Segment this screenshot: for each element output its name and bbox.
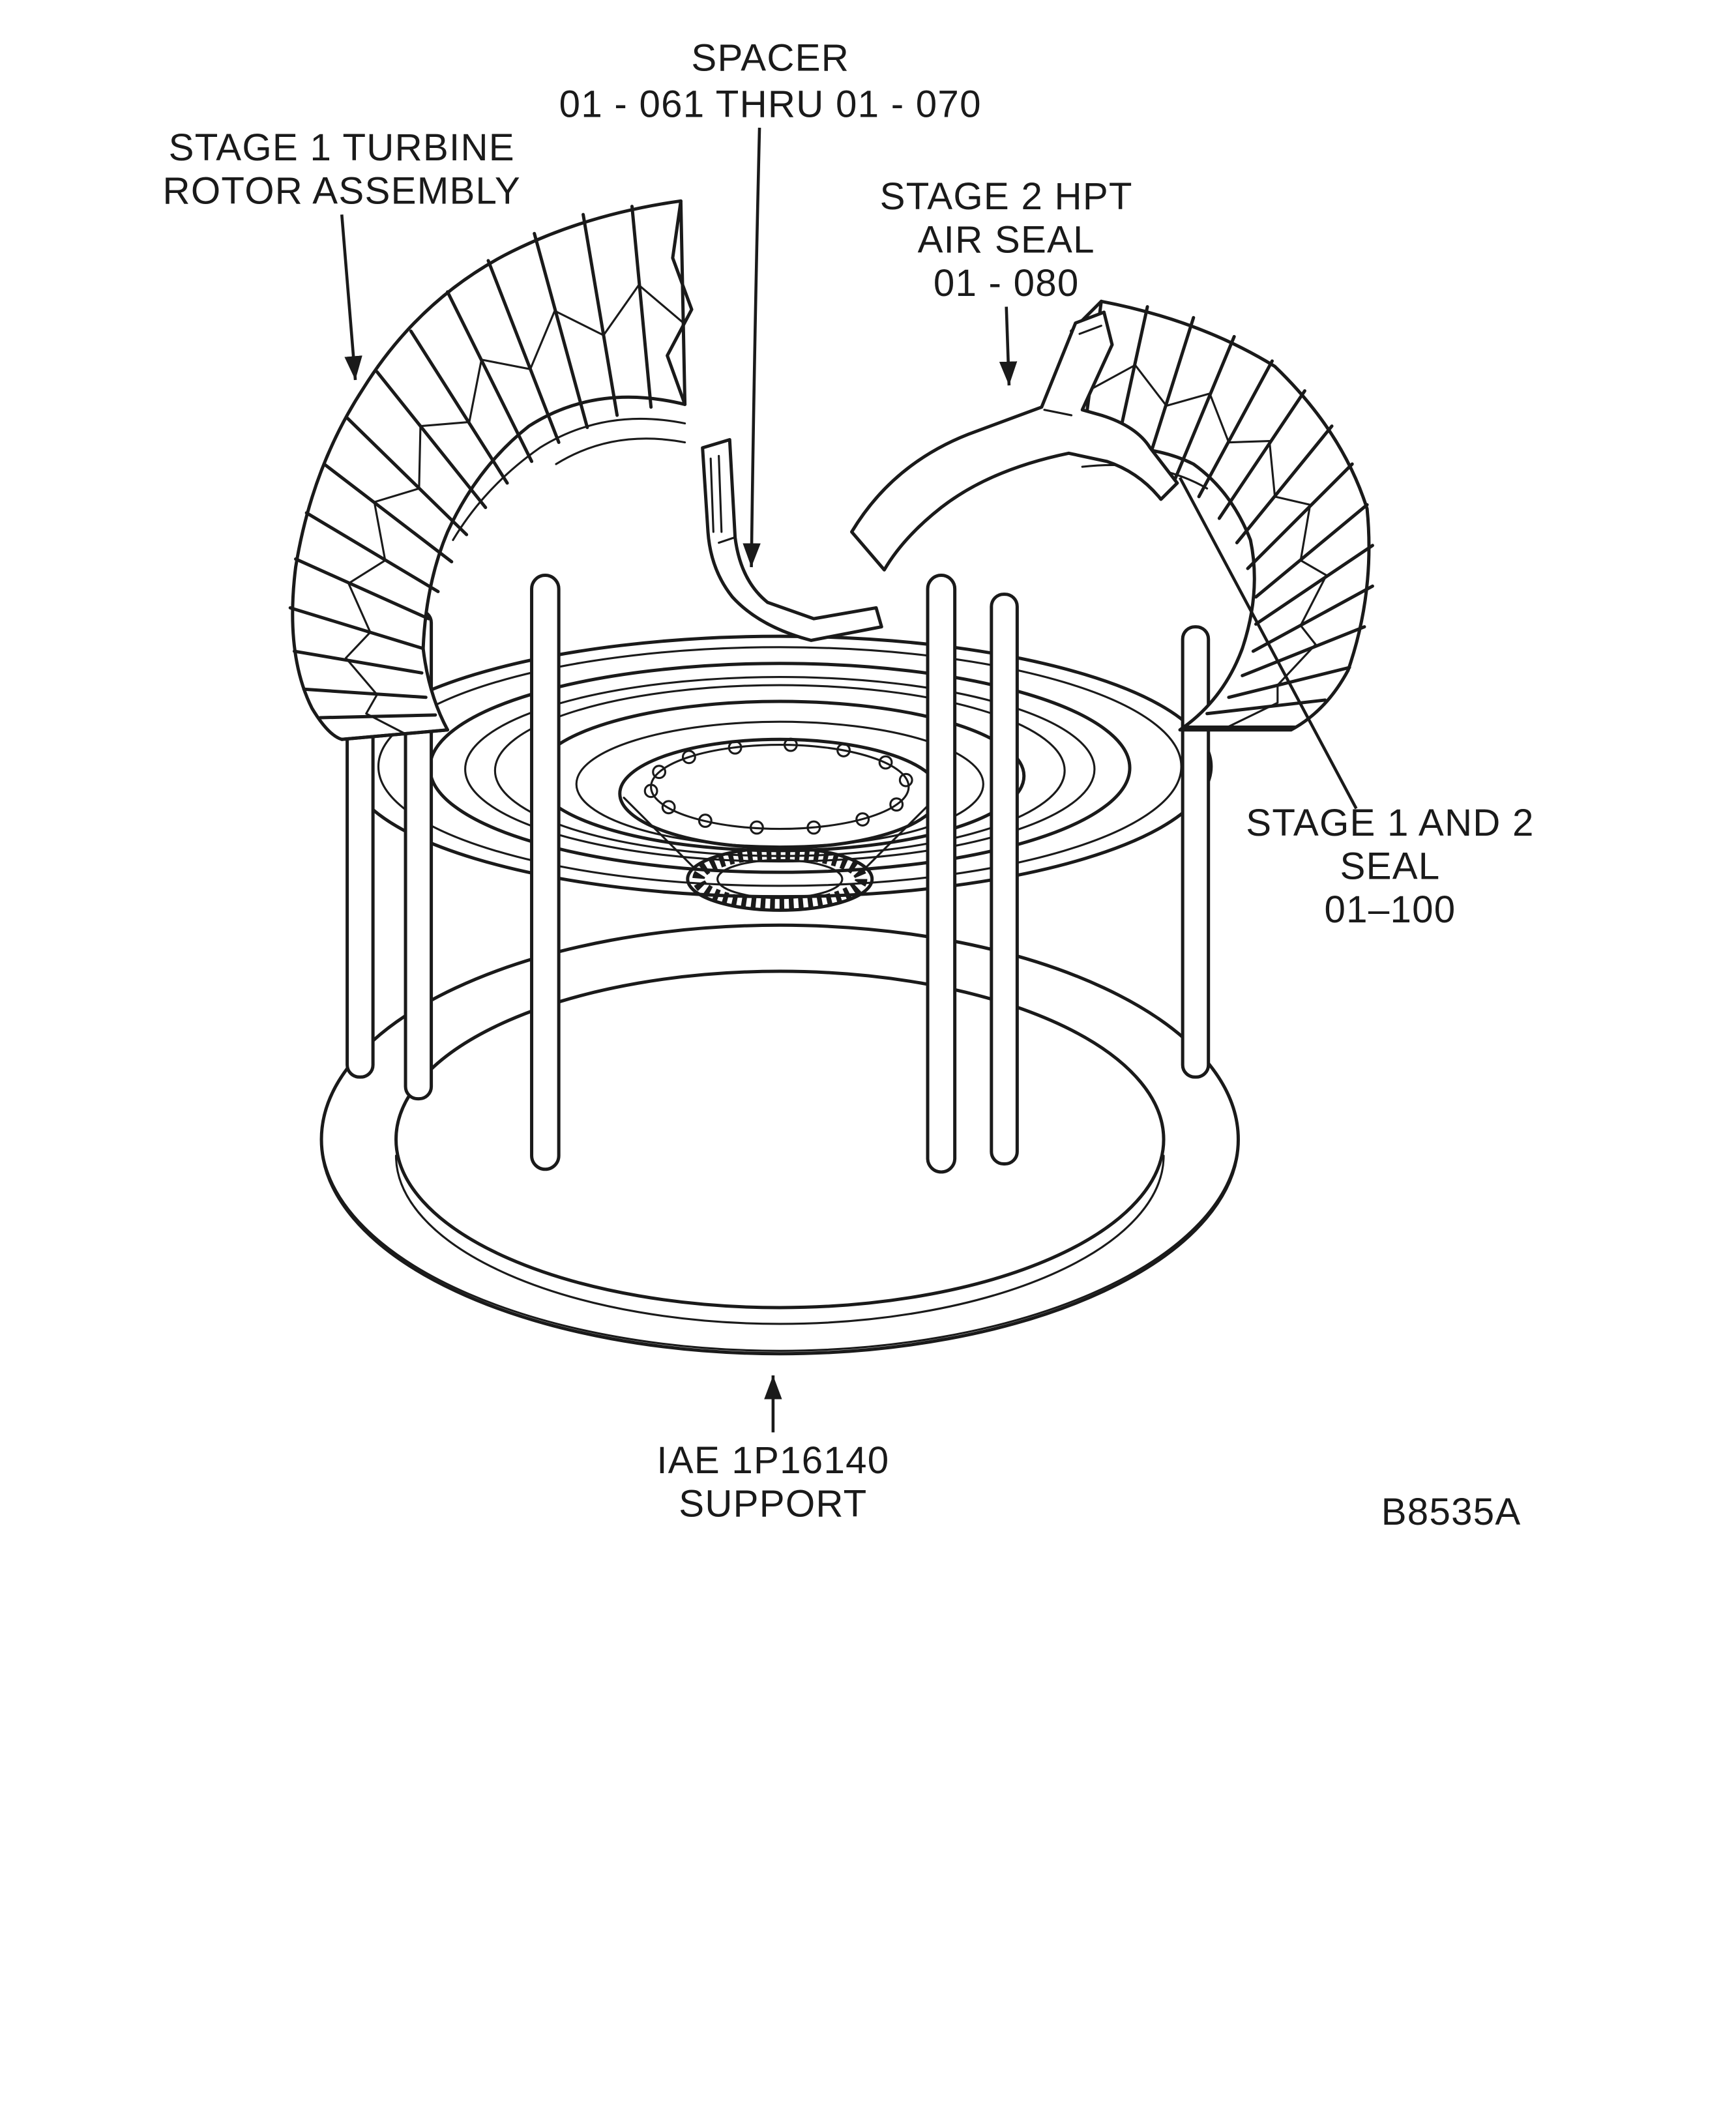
support-ring [319,923,1240,1356]
label-stage12-seal-line1: STAGE 1 AND 2 [1246,802,1534,844]
stage1-blade-shroud-serration [344,284,685,735]
labels: SPACER 01 - 061 THRU 01 - 070 STAGE 1 TU… [163,37,1534,1533]
rotor-platform [347,634,1213,912]
stage1-rotor-arrow [340,214,362,381]
stage1-rotor-blades [288,199,687,741]
stage2-seal-arrow [999,306,1018,386]
support-struts [346,574,1211,1174]
label-stage1-rotor-line2: ROTOR ASSEMBLY [163,169,521,212]
label-support-line2: SUPPORT [679,1482,867,1525]
spline-shaft [686,846,874,912]
stage1-turbine-rotor [288,199,694,741]
stage2-hpt-air-seal [850,310,1179,572]
stage2-blade-shroud-serration [1089,364,1328,729]
label-stage2-seal-line2: AIR SEAL [918,218,1095,261]
label-spacer-line2: 01 - 061 THRU 01 - 070 [559,83,982,125]
spacer-arrow [743,127,761,568]
leader-lines [340,127,1358,1433]
spacer-part [701,437,883,642]
label-figure-code: B8535A [1381,1491,1522,1533]
label-stage1-rotor-line1: STAGE 1 TURBINE [169,126,515,169]
label-support-line1: IAE 1P16140 [656,1439,889,1482]
bolt-holes [643,737,913,835]
stage2-turbine-rotor [1064,299,1374,732]
turbine-assembly-drawing [288,199,1374,1356]
label-stage2-seal-line3: 01 - 080 [934,262,1080,304]
label-spacer-line1: SPACER [691,37,849,80]
label-stage12-seal-line3: 01–100 [1325,888,1456,931]
label-stage2-seal-line1: STAGE 2 HPT [880,175,1133,218]
stage12-seal-leader [1178,477,1358,810]
label-stage12-seal-line2: SEAL [1340,845,1441,888]
